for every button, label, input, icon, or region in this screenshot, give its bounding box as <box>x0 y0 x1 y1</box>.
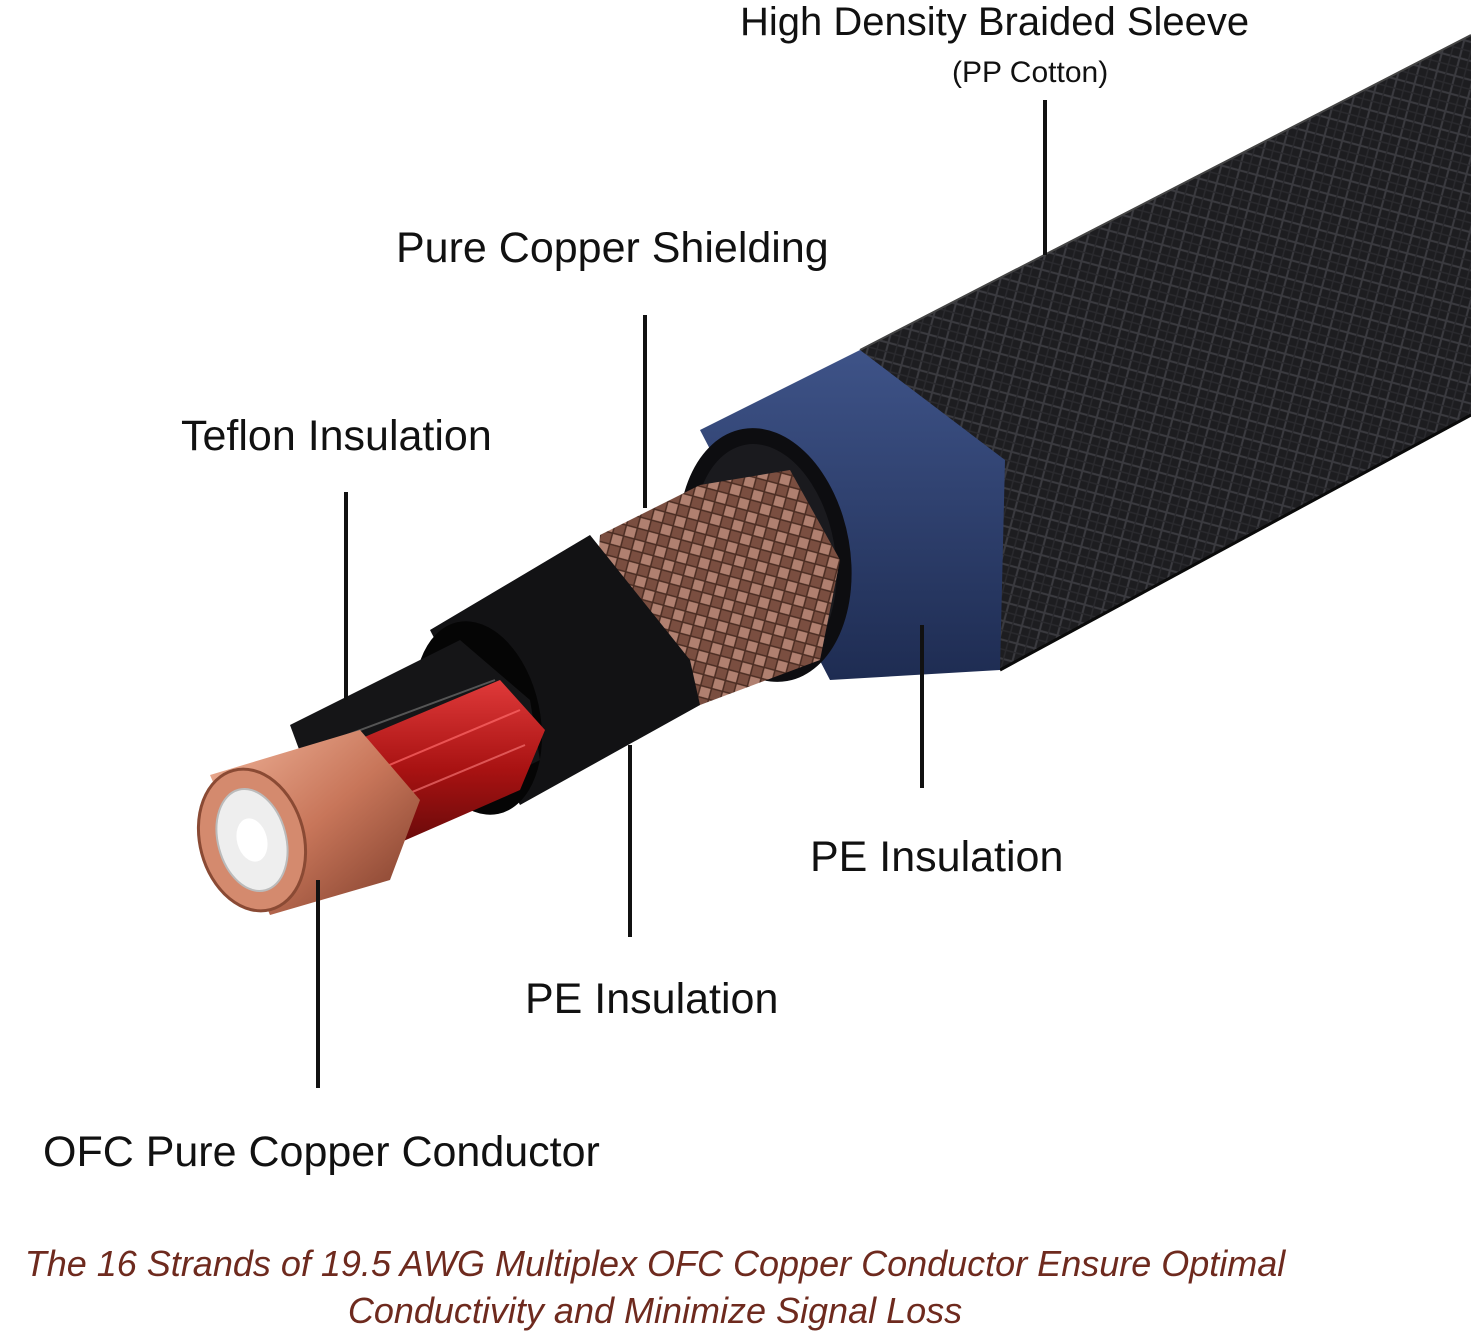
label-copper-shielding: Pure Copper Shielding <box>396 224 829 273</box>
caption-line-1: The 16 Strands of 19.5 AWG Multiplex OFC… <box>0 1240 1310 1287</box>
caption: The 16 Strands of 19.5 AWG Multiplex OFC… <box>0 1240 1310 1334</box>
label-copper-conductor: OFC Pure Copper Conductor <box>43 1128 600 1177</box>
label-pe-insulation-inner: PE Insulation <box>525 975 778 1024</box>
copper-conductor <box>183 730 420 923</box>
label-braided-sleeve-material: (PP Cotton) <box>952 56 1108 90</box>
label-pe-insulation-outer: PE Insulation <box>810 833 1063 882</box>
caption-line-2: Conductivity and Minimize Signal Loss <box>0 1287 1310 1334</box>
label-braided-sleeve: High Density Braided Sleeve <box>740 0 1249 45</box>
label-teflon-insulation: Teflon Insulation <box>181 412 492 461</box>
